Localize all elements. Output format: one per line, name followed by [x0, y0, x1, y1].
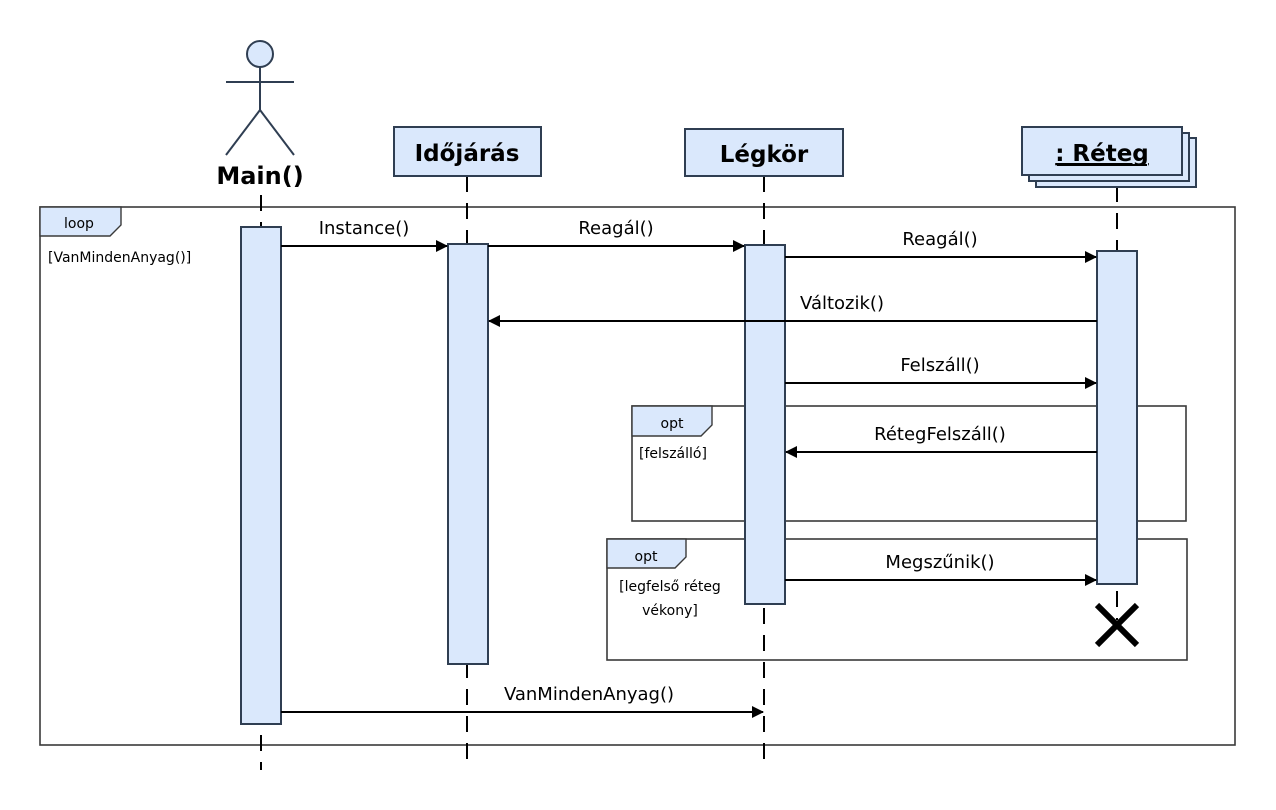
opt-frame-1-tag: opt: [661, 416, 684, 432]
stick-figure-actor-icon: [225, 40, 295, 156]
legkor-title: Légkör: [720, 142, 809, 168]
opt-frame-legfelso: opt [legfelső réteg vékony]: [606, 538, 1188, 661]
lifelines-dashed: [260, 176, 1118, 770]
msg-felszall-label: Felszáll(): [900, 355, 979, 376]
reteg-head-multiobject: : Réteg: [1021, 126, 1197, 188]
opt-frame-1-guard: [felszálló]: [639, 446, 707, 462]
reteg-activation-bar: [1096, 250, 1138, 585]
idojaras-title: Időjárás: [415, 141, 520, 167]
main-activation-bar: [240, 226, 282, 725]
legkor-head: Légkör: [684, 128, 844, 177]
reteg-title: : Réteg: [1055, 141, 1149, 167]
msg-valtozik-label: Változik(): [800, 293, 884, 314]
msg-instance-label: Instance(): [319, 218, 410, 239]
msg-reagal-2-label: Reagál(): [902, 229, 977, 250]
main-actor-name: Main(): [216, 162, 303, 190]
loop-frame: loop [VanMindenAnyag()]: [39, 206, 1236, 746]
opt-frame-2-guard-line1: [legfelső réteg: [619, 579, 721, 595]
msg-van-minden-anyag-label: VanMindenAnyag(): [504, 684, 674, 705]
idojaras-activation-bar: [447, 243, 489, 665]
destroy-x-icon: [1094, 602, 1140, 648]
opt-frame-2-guard-line2: vékony]: [642, 603, 698, 619]
msg-reagal-1-label: Reagál(): [578, 218, 653, 239]
msg-megszunik-label: Megszűnik(): [885, 552, 994, 573]
idojaras-head: Időjárás: [393, 126, 542, 177]
opt-frame-2-tag: opt: [635, 549, 658, 565]
loop-frame-tag: [39, 206, 122, 237]
opt-frame-felszallo: opt [felszálló]: [631, 405, 1187, 522]
msg-reteg-felszall-label: RétegFelszáll(): [874, 424, 1006, 445]
loop-frame-tag-label: loop: [64, 216, 94, 232]
legkor-activation-bar: [744, 244, 786, 605]
loop-guard: [VanMindenAnyag()]: [48, 250, 191, 266]
